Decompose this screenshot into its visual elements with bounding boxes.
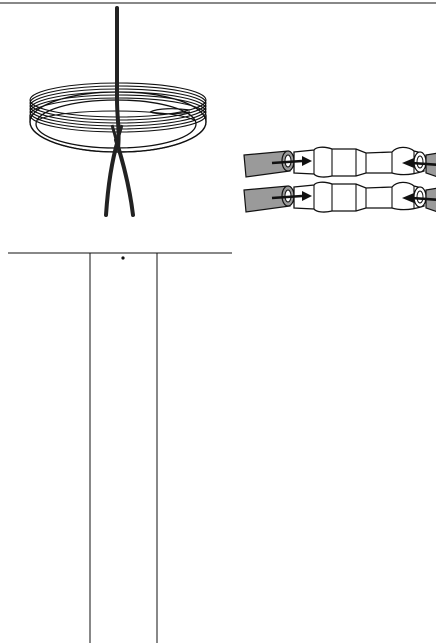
- channel-mark-dot: [121, 256, 125, 260]
- cable-lead-upper: [115, 6, 121, 150]
- coil-inner-wall: [37, 110, 195, 121]
- splice-connector-lower: [242, 180, 436, 214]
- coil-cable-end: [149, 108, 191, 115]
- splice-connector-figure: [242, 145, 436, 214]
- cable-channel-figure: [8, 252, 232, 643]
- splice-connector-upper: [242, 145, 436, 179]
- cable-cross-right: [114, 124, 124, 149]
- coiled-cable-figure: [29, 6, 207, 217]
